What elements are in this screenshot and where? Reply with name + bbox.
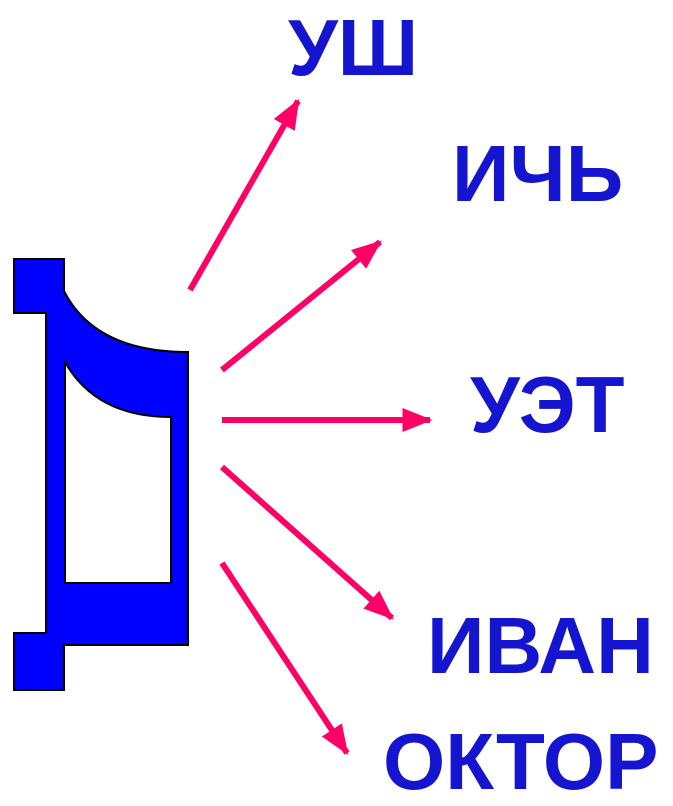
word-3: УЭТ (470, 360, 625, 449)
arrows-group (187, 98, 433, 756)
arrow-to-word-4 (220, 464, 394, 621)
word-5: ОКТОР (383, 717, 659, 806)
arrow-to-word-2 (220, 239, 382, 373)
letter-de-glyph (13, 258, 189, 691)
word-1: УШ (288, 3, 419, 92)
arrow-to-word-5 (219, 561, 350, 756)
arrow-to-word-1 (187, 98, 301, 292)
word-2: ИЧЬ (452, 129, 624, 218)
word-4: ИВАН (427, 601, 654, 690)
